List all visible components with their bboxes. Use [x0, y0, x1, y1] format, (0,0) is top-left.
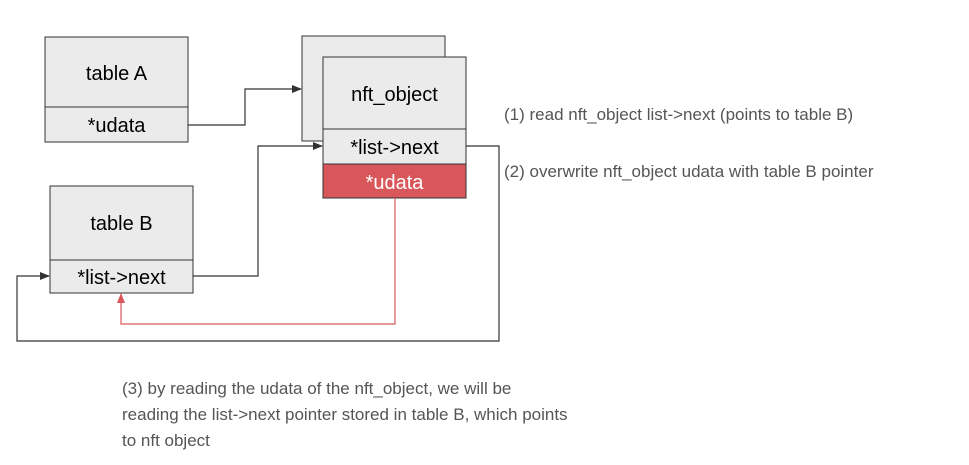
nft-object-title: nft_object: [351, 84, 438, 106]
nft-object-node: nft_object *list->next *udata: [322, 56, 467, 199]
arrow-nft-object-next-to-table-b: [16, 145, 500, 342]
arrow-table-b-next-to-nft-object: [193, 142, 323, 277]
step-3-note-line: (3) by reading the udata of the nft_obje…: [122, 379, 512, 398]
step-3-note: (3) by reading the udata of the nft_obje…: [122, 376, 682, 454]
table-b-title: table B: [90, 213, 152, 235]
table-a-udata-field: [44, 106, 189, 143]
arrow-table-a-udata-to-nft-object: [188, 85, 302, 126]
nft-object-next-label: *list->next: [350, 137, 439, 159]
table-a-udata-label: *udata: [88, 115, 147, 137]
nft-object-header-box: [322, 56, 467, 130]
step-1-note: (1) read nft_object list->next (points t…: [504, 105, 854, 124]
step-2-note: (2) overwrite nft_object udata with tabl…: [504, 162, 874, 181]
nft-object-next-field: [322, 128, 467, 165]
table-b-header-box: [49, 185, 194, 261]
table-b-node: table B *list->next: [49, 185, 194, 294]
nft-object-udata-label: *udata: [366, 172, 425, 194]
nft-object-udata-field: [322, 163, 467, 199]
step-3-note-line: reading the list->next pointer stored in…: [122, 405, 568, 424]
table-a-header-box: [44, 36, 189, 108]
step-3-note-line: to nft object: [122, 431, 210, 450]
table-b-next-label: *list->next: [77, 267, 166, 289]
table-a-node: table A *udata: [44, 36, 189, 143]
arrow-nft-object-udata-to-table-b-next: [117, 198, 396, 325]
table-a-title: table A: [86, 63, 148, 85]
